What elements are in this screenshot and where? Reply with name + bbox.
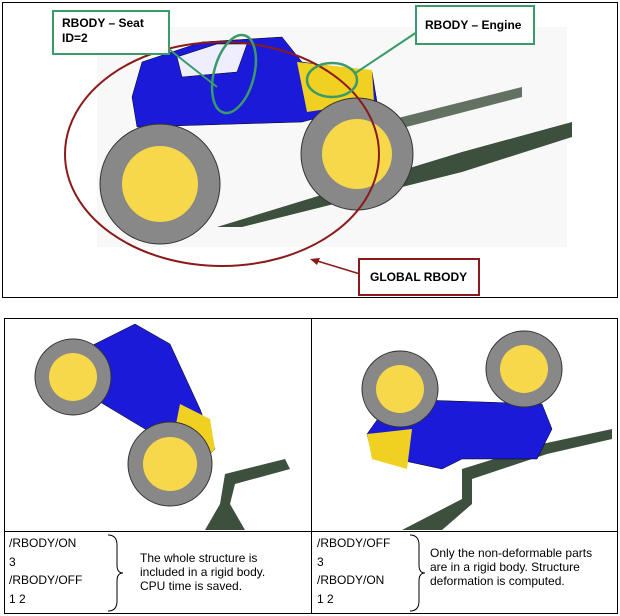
description-line: are in a rigid body. Structure	[430, 560, 580, 574]
command-line: 3	[317, 554, 324, 569]
top-figure	[2, 2, 618, 298]
ramp	[402, 429, 612, 530]
seat-label-line1: RBODY – Seat	[62, 16, 144, 30]
seat-ellipse	[210, 33, 258, 115]
global-label-text: GLOBAL RBODY	[370, 270, 468, 284]
command-line: 3	[9, 554, 16, 569]
engine-rbody-label: RBODY – Engine	[415, 5, 535, 45]
command-line: /RBODY/OFF	[9, 573, 83, 587]
engine-ellipse	[305, 61, 359, 99]
seat-label-line2: ID=2	[62, 31, 88, 45]
command-line: /RBODY/ON	[9, 536, 77, 550]
command-line: /RBODY/ON	[317, 573, 385, 587]
left-description: The whole structure is included in a rig…	[140, 551, 265, 593]
wheel-bottom	[127, 421, 213, 507]
description-line: deformation is computed.	[430, 574, 565, 588]
description-line: included in a rigid body.	[140, 565, 266, 579]
table-row-divider	[4, 531, 618, 532]
engine-label-text: RBODY – Engine	[425, 18, 522, 32]
left-brace-icon	[107, 534, 124, 612]
description-line: CPU time is saved.	[140, 579, 243, 593]
right-brace-icon	[409, 534, 426, 612]
table-col-divider	[311, 318, 312, 614]
description-line: The whole structure is	[140, 551, 258, 565]
description-line: Only the non-deformable parts	[430, 546, 593, 560]
left-commands: /RBODY/ON 3 /RBODY/OFF 1 2	[9, 534, 82, 608]
wheel-right	[485, 330, 563, 408]
right-panel-illustration	[361, 330, 612, 530]
wheel-left	[99, 123, 221, 245]
wheel-left	[361, 350, 439, 428]
global-rbody-label: GLOBAL RBODY	[358, 258, 480, 296]
ramp	[205, 459, 290, 530]
wheel-top	[34, 338, 112, 416]
left-panel-illustration	[34, 323, 290, 530]
global-rbody-ellipse	[64, 41, 380, 267]
command-line: /RBODY/OFF	[317, 536, 391, 550]
wheel-right	[300, 97, 414, 211]
top-car-illustration	[64, 27, 572, 275]
seat-rbody-label: RBODY – Seat ID=2	[52, 10, 170, 55]
command-line: 1 2	[317, 591, 334, 606]
right-commands: /RBODY/OFF 3 /RBODY/ON 1 2	[317, 534, 390, 608]
right-description: Only the non-deformable parts are in a r…	[430, 546, 592, 588]
command-line: 1 2	[9, 591, 26, 606]
